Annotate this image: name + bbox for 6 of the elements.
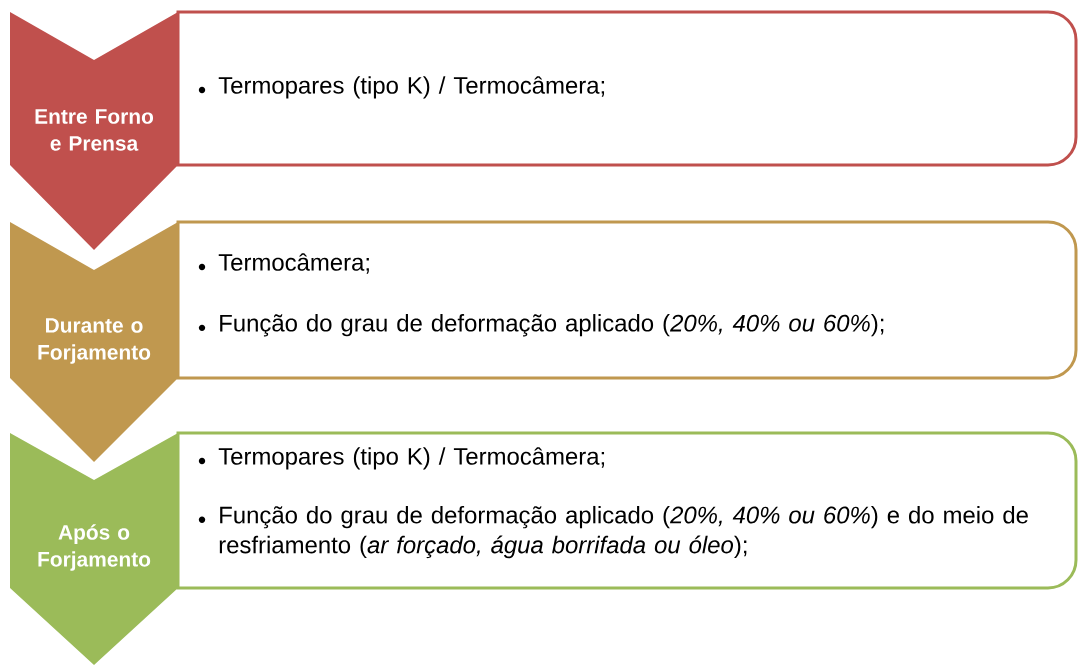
content-box: Termopares (tipo K) / Termocâmera; Função do grau de deformação aplicado (20%, 40% ou 60%) e do meio de resfriamento (ar forçado, água borrifada ou óleo); bbox=[176, 431, 1078, 590]
stage-banner: Após o Forjamento bbox=[10, 433, 178, 665]
stage-banner: Durante o Forjamento bbox=[10, 222, 178, 462]
content-box: Termopares (tipo K) / Termocâmera; bbox=[176, 10, 1078, 167]
stage-banner: Entre Forno e Prensa bbox=[10, 12, 178, 250]
content-box: Termocâmera; Função do grau de deformação aplicado (20%, 40% ou 60%); bbox=[176, 220, 1078, 380]
